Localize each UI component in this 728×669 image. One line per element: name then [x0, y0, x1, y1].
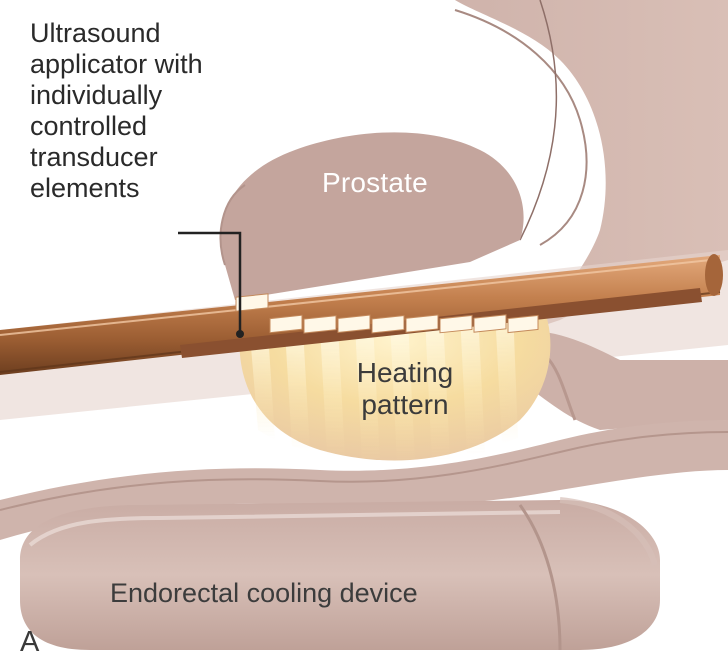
transducer-element: [508, 315, 538, 332]
cooling-device-label: Endorectal cooling device: [110, 578, 418, 609]
heating-label-line: pattern: [332, 389, 478, 421]
transducer-element: [338, 315, 370, 332]
transducer-element: [440, 315, 472, 332]
transducer-element: [474, 315, 506, 332]
applicator-label-line: controlled: [30, 111, 270, 142]
applicator-label-line: Ultrasound: [30, 18, 270, 49]
transducer-element: [372, 316, 404, 333]
applicator-label-line: elements: [30, 173, 270, 204]
transducer-element: [270, 315, 302, 332]
heating-pattern-label: Heating pattern: [332, 357, 478, 421]
endorectal-cooling-device: [20, 500, 660, 650]
panel-letter: A: [20, 626, 39, 659]
applicator-label-line: applicator with: [30, 49, 270, 80]
applicator-label: Ultrasound applicator with individually …: [30, 18, 270, 204]
prostate-label: Prostate: [322, 167, 428, 199]
heating-label-line: Heating: [332, 357, 478, 389]
transducer-element: [406, 315, 438, 332]
transducer-element: [304, 316, 336, 333]
applicator-label-line: transducer: [30, 142, 270, 173]
applicator-label-line: individually: [30, 80, 270, 111]
